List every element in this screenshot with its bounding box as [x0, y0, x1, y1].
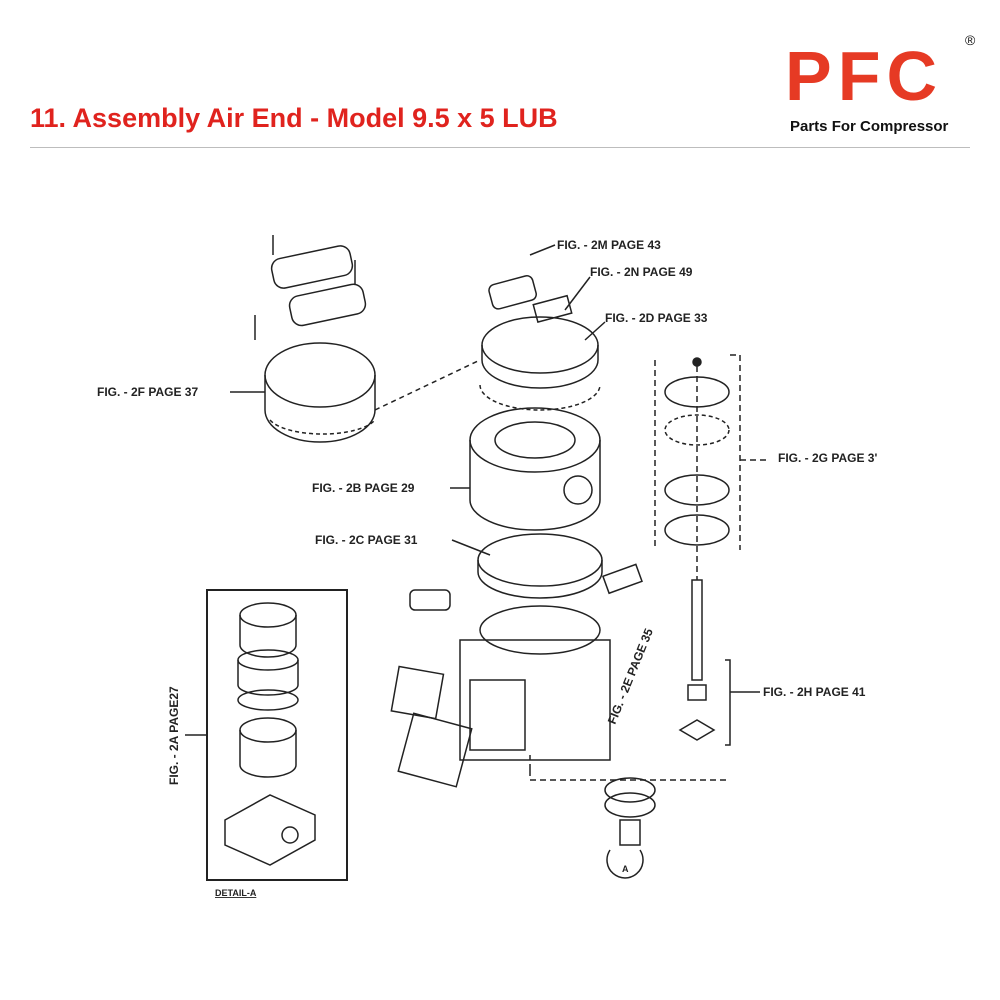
detail-a-parts	[224, 602, 316, 866]
label-fig-2d: FIG. - 2D PAGE 33	[605, 311, 708, 325]
registered-mark: ®	[965, 32, 976, 48]
label-fig-2n: FIG. - 2N PAGE 49	[590, 265, 693, 279]
page-title: 11. Assembly Air End - Model 9.5 x 5 LUB	[30, 103, 558, 133]
label-fig-2c: FIG. - 2C PAGE 31	[315, 533, 418, 547]
pfc-logo: PFC ® Parts For Compressor	[785, 32, 985, 140]
label-fig-2h: FIG. - 2H PAGE 41	[763, 685, 866, 699]
label-fig-2b: FIG. - 2B PAGE 29	[312, 481, 415, 495]
label-detail-a: DETAIL-A	[215, 888, 257, 898]
valve-stack	[654, 354, 770, 746]
label-fig-2m: FIG. - 2M PAGE 43	[557, 238, 661, 252]
lower-assembly	[529, 755, 730, 879]
cylinder-head-group	[254, 235, 376, 443]
label-fig-2e: FIG. - 2E PAGE 35	[605, 626, 656, 726]
label-callout-a: A	[622, 864, 629, 874]
logo-letters: PFC	[785, 37, 943, 115]
logo-tagline: Parts For Compressor	[790, 118, 949, 135]
label-fig-2f: FIG. - 2F PAGE 37	[97, 385, 198, 399]
detail-a-frame	[206, 589, 348, 881]
label-fig-2g: FIG. - 2G PAGE 3'	[778, 451, 877, 465]
central-stack	[390, 275, 643, 788]
label-fig-2a: FIG. - 2A PAGE27	[167, 686, 181, 785]
header-divider	[30, 147, 970, 148]
